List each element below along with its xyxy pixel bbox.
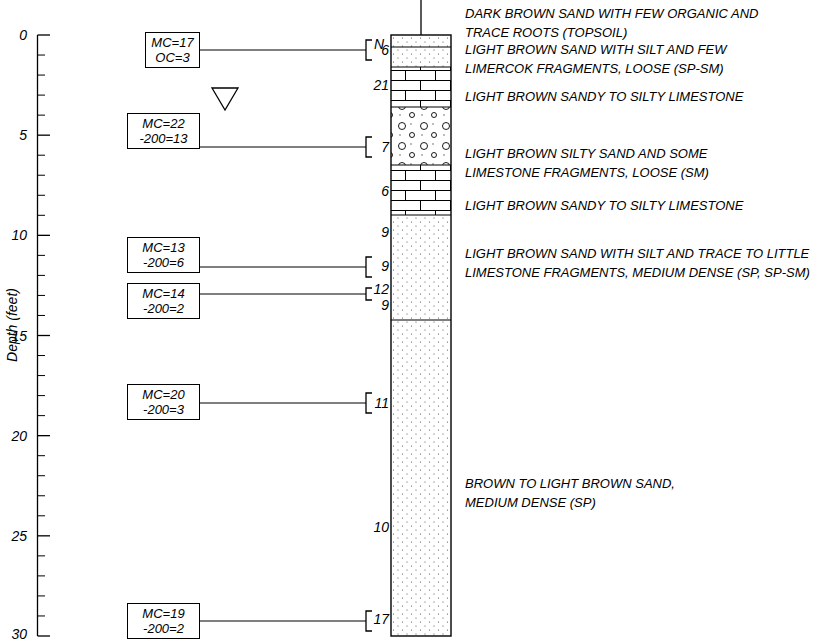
- depth-value: 0: [19, 27, 27, 43]
- boring-column: [391, 0, 451, 636]
- soil-description: LIGHT BROWN SILTY SAND AND SOME LIMESTON…: [465, 144, 765, 182]
- axis-tick: [38, 535, 51, 536]
- axis-tick: [38, 55, 46, 56]
- test-result: MC=19: [142, 606, 184, 621]
- test-result: -200=2: [143, 621, 184, 636]
- blow-count: 9: [381, 258, 389, 274]
- depth-value: 5: [19, 127, 27, 143]
- soil-description: LIGHT BROWN SAND WITH SILT AND TRACE TO …: [465, 244, 810, 282]
- lab-test-box: MC=17OC=3: [145, 32, 200, 68]
- test-result: -200=13: [139, 131, 187, 146]
- axis-tick: [38, 295, 46, 296]
- axis-tick: [38, 155, 46, 156]
- soil-description: LIGHT BROWN SAND WITH SILT AND FEW LIMER…: [465, 40, 785, 78]
- axis-tick: [38, 255, 46, 256]
- blow-count: 9: [381, 224, 389, 240]
- soil-description: BROWN TO LIGHT BROWN SAND, MEDIUM DENSE …: [465, 474, 727, 512]
- blow-count: 9: [381, 297, 389, 313]
- axis-tick: [38, 595, 46, 596]
- axis-tick: [38, 315, 46, 316]
- lab-test-box: MC=20-200=3: [127, 384, 200, 420]
- depth-value: 20: [11, 428, 27, 444]
- leader-line: [200, 50, 366, 621]
- axis-tick: [38, 635, 51, 636]
- axis-tick: [38, 34, 51, 35]
- lab-test-box: MC=14-200=2: [127, 283, 200, 319]
- test-result: -200=6: [143, 255, 184, 270]
- water-table-symbol: [212, 88, 238, 110]
- blow-count: 17: [373, 611, 389, 627]
- axis-tick: [38, 395, 46, 396]
- axis-tick: [38, 235, 51, 236]
- lab-test-box: MC=13-200=6: [127, 237, 200, 273]
- axis-tick: [38, 495, 46, 496]
- axis-tick: [38, 355, 46, 356]
- depth-value: 10: [11, 227, 27, 243]
- blow-count: 6: [381, 183, 389, 199]
- axis-tick: [38, 115, 46, 116]
- blow-count: 21: [373, 77, 389, 93]
- test-result: MC=13: [142, 240, 184, 255]
- axis-tick: [38, 455, 46, 456]
- axis-tick: [38, 475, 46, 476]
- lab-test-box: MC=22-200=13: [127, 113, 200, 149]
- soil-description: LIGHT BROWN SANDY TO SILTY LIMESTONE: [465, 196, 810, 215]
- axis-tick: [38, 195, 46, 196]
- soil-description: DARK BROWN SAND WITH FEW ORGANIC AND TRA…: [465, 4, 770, 42]
- axis-title: Depth (feet): [4, 288, 20, 362]
- test-result: MC=22: [142, 116, 184, 131]
- axis-tick: [38, 375, 46, 376]
- axis-tick: [38, 135, 51, 136]
- axis-tick: [38, 435, 51, 436]
- lab-test-box: MC=19-200=2: [127, 603, 200, 639]
- blow-count: 11: [374, 395, 389, 411]
- blow-count: 7: [381, 139, 389, 155]
- test-result: MC=14: [142, 286, 184, 301]
- test-result: MC=20: [142, 387, 184, 402]
- axis-tick: [38, 275, 46, 276]
- depth-value: 30: [11, 626, 27, 642]
- depth-axis: [38, 35, 51, 636]
- depth-value: 25: [11, 528, 27, 544]
- axis-tick: [38, 415, 46, 416]
- axis-tick: [38, 575, 46, 576]
- sample-bracket: [366, 40, 372, 631]
- blow-count: 6: [381, 42, 389, 58]
- soil-description: LIGHT BROWN SANDY TO SILTY LIMESTONE: [465, 87, 810, 106]
- axis-tick: [38, 215, 46, 216]
- test-result: OC=3: [155, 50, 189, 65]
- test-result: -200=2: [143, 301, 184, 316]
- test-result: MC=17: [151, 35, 193, 50]
- axis-tick: [38, 175, 46, 176]
- blow-count: 10: [373, 519, 389, 535]
- axis-tick: [38, 335, 51, 336]
- blow-count: 12: [373, 281, 389, 297]
- axis-tick: [38, 75, 46, 76]
- axis-tick: [38, 515, 46, 516]
- axis-tick: [38, 95, 46, 96]
- test-result: -200=3: [143, 402, 184, 417]
- axis-tick: [38, 615, 46, 616]
- axis-tick: [38, 555, 46, 556]
